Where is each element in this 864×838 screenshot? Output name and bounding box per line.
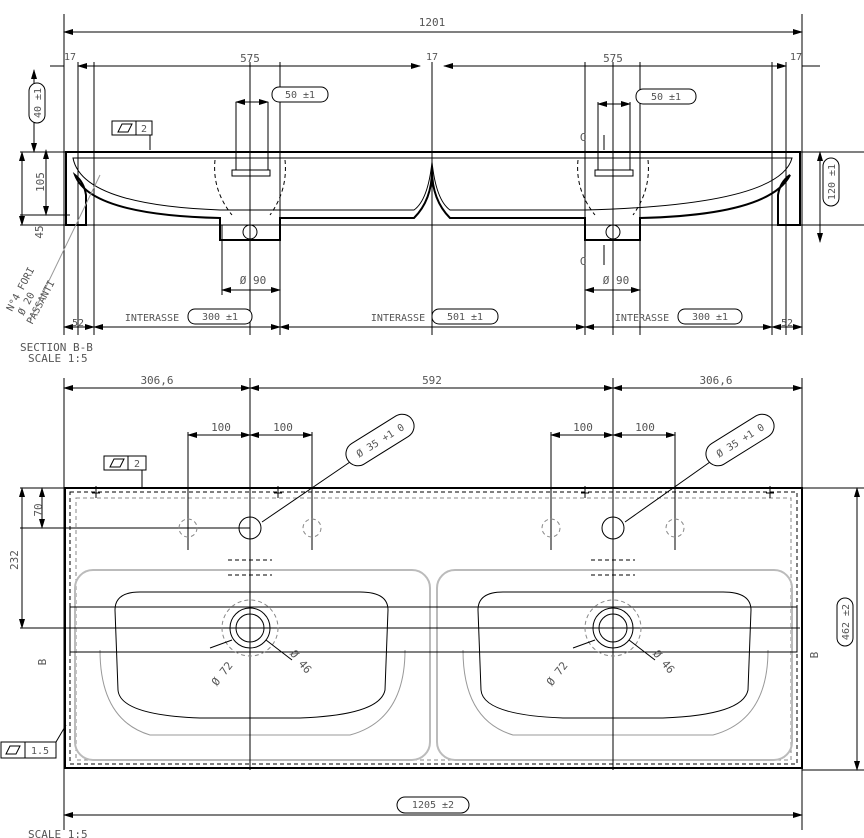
interasse-label-center: INTERASSE <box>371 313 425 324</box>
dim-tap-spacing: 100 <box>635 421 655 434</box>
section-mark-c-top: C <box>580 131 587 144</box>
drain-left-section <box>231 169 271 177</box>
section-band <box>69 606 798 653</box>
drain-right-section <box>594 169 634 177</box>
dim-basin-right: 575 <box>603 52 623 65</box>
optional-tap-hole <box>541 518 561 538</box>
dim-wall-left: 17 <box>64 52 76 63</box>
optional-tap-hole <box>302 518 322 538</box>
tap-hole <box>238 516 262 540</box>
optional-tap-hole <box>665 518 685 538</box>
dim-total-height: 120 ±1 <box>827 164 838 200</box>
leader-line <box>55 724 67 743</box>
plan-view <box>19 378 864 830</box>
drain-ring <box>592 607 634 649</box>
dim-plan-width: 1205 ±2 <box>412 800 454 811</box>
section-view <box>19 14 864 335</box>
plan-scale: SCALE 1:5 <box>28 828 88 838</box>
leader-line <box>265 639 293 661</box>
dim-tap-spacing: 100 <box>211 421 231 434</box>
leader-line <box>29 174 101 321</box>
tap-hole <box>601 516 625 540</box>
dim-offset-left: 306,6 <box>140 374 173 387</box>
section-outline <box>65 151 801 241</box>
flatness-value-plan: 2 <box>134 459 140 470</box>
drain-hole <box>598 613 628 643</box>
dim-drain-left: 50 ±1 <box>285 90 315 101</box>
dim-depth: 105 <box>34 172 47 192</box>
dim-bottom-thickness: 45 <box>33 225 46 238</box>
dim-tap-spacing: 100 <box>273 421 293 434</box>
dim-edge-right: 52 <box>781 318 793 329</box>
dim-tap-offset: 70 <box>32 503 45 516</box>
section-mark-b-right: B <box>808 651 821 658</box>
dim-outlet-right: Ø 90 <box>603 274 630 287</box>
dim-rim-height: 40 ±1 <box>33 88 44 118</box>
leader-line <box>209 639 233 649</box>
dim-drain-right: 50 ±1 <box>651 92 681 103</box>
interasse-label-right: INTERASSE <box>615 313 669 324</box>
dim-offset-right: 306,6 <box>699 374 732 387</box>
leader-line <box>624 461 711 523</box>
section-mark-c-bottom: C <box>580 255 587 268</box>
dim-edge-left: 52 <box>72 318 84 329</box>
drain-outer-circle <box>584 599 642 657</box>
dim-drain-outer-right: Ø 72 <box>544 659 571 688</box>
drain-hole <box>235 613 265 643</box>
basin-left-outline <box>74 569 431 761</box>
interasse-label-left: INTERASSE <box>125 313 179 324</box>
dim-interasse-center: 501 ±1 <box>447 312 483 323</box>
dim-outlet-left: Ø 90 <box>240 274 267 287</box>
dim-center-distance: 592 <box>422 374 442 387</box>
dim-plan-depth: 462 ±2 <box>841 604 852 640</box>
dim-interasse-right: 300 ±1 <box>692 312 728 323</box>
flatness-value-section: 2 <box>141 124 147 135</box>
flatness-value-bottom: 1.5 <box>31 746 49 757</box>
section-mark-b-left: B <box>36 658 49 665</box>
section-title: SECTION B-B <box>20 341 93 354</box>
dim-wall-right: 17 <box>790 52 802 63</box>
optional-tap-hole <box>178 518 198 538</box>
dim-interasse-left: 300 ±1 <box>202 312 238 323</box>
labels: 1201 17 17 17 575 575 40 ±1 50 ±1 50 ±1 … <box>0 16 854 838</box>
dim-wall-center: 17 <box>426 52 438 63</box>
dim-overall-width: 1201 <box>419 16 446 29</box>
drain-outer-circle <box>221 599 279 657</box>
leader-line <box>261 461 351 523</box>
holes-note: N°4 FORI Ø 20 PASSANTI <box>5 266 58 327</box>
basin-right-outline <box>436 569 793 761</box>
leader-line <box>628 639 656 661</box>
bowl-right <box>477 591 752 719</box>
basin-cavity <box>72 157 793 211</box>
bowl-left <box>114 591 389 719</box>
dim-basin-left: 575 <box>240 52 260 65</box>
section-scale: SCALE 1:5 <box>28 352 88 365</box>
dim-drain-outer-left: Ø 72 <box>209 659 236 688</box>
drain-ring <box>229 607 271 649</box>
leader-line <box>572 639 596 649</box>
dim-tap-spacing: 100 <box>573 421 593 434</box>
dim-drain-offset: 232 <box>8 550 21 570</box>
